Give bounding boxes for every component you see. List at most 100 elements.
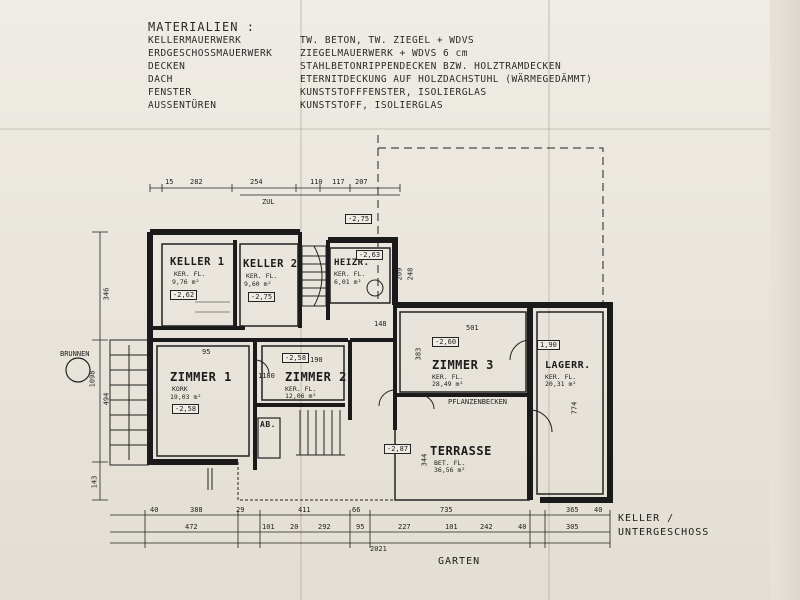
level-marker: -2,75 [248,292,276,302]
exterior-stair [296,410,345,456]
dimension-value: 209 [395,267,404,281]
room-outline [399,311,527,393]
supply-label: ZUL [262,198,275,206]
outer-wall [395,302,613,503]
level-marker: -2,75 [345,214,373,224]
dimension-line-top [149,184,401,196]
well-symbol [65,357,91,383]
dimension-value: 248 [406,267,415,281]
window-mark [207,468,213,490]
level-marker: -2,63 [356,250,384,260]
materials-title: MATERIALIEN : [148,20,255,34]
terrace-edge [237,462,395,501]
door-swing [378,389,396,407]
material-value: KUNSTSTOFFFENSTER, ISOLIERGLAS [300,87,487,98]
door-swing [419,394,435,410]
level-marker: -2,62 [170,290,198,300]
dimension-value: 101 [445,523,458,531]
room-name: KELLER 1 [170,256,225,268]
dimension-total: 2021 [370,545,387,553]
garden-label: GARTEN [438,556,481,567]
room-name: ZIMMER 3 [432,358,494,372]
dimension-value: 388 [190,506,203,514]
dimension-value: 190 [310,356,323,364]
room-area: 28,49 m² [432,380,464,388]
room-floor: KER. FL. [174,270,206,278]
room-floor: KORK [172,385,188,393]
dimension-value: 95 [202,348,211,356]
hatch [195,301,230,313]
dimension-value: 472 [185,523,198,531]
material-value: STAHLBETONRIPPENDECKEN BZW. HOLZTRAMDECK… [300,61,562,72]
dimension-value: 365 [566,506,579,514]
door-swing [529,409,553,433]
drawing-title: UNTERGESCHOSS [618,527,710,538]
outer-wall [147,232,238,465]
room-area: 9,60 m² [244,280,272,288]
material-value: KUNSTSTOFF, ISOLIERGLAS [300,100,444,111]
room-floor: KER. FL. [334,270,366,278]
room-outline [156,345,250,457]
fold-line [548,0,550,600]
dimension-value: 110 [310,178,323,186]
dimension-value: 66 [352,506,361,514]
level-marker: -2,60 [432,337,460,347]
door-swing [509,339,531,361]
room-name: TERRASSE [430,444,492,458]
inner-wall [150,338,257,462]
room-outline [261,345,345,401]
room-outline [536,311,604,495]
door-swing [254,359,270,375]
dimension-value: 29 [236,506,245,514]
well-label: BRUNNEN [60,350,90,358]
room-outline [329,247,391,304]
material-key: KELLERMAUERWERK [148,35,242,46]
dimension-value: 20 [290,523,299,531]
dimension-value: 207 [355,178,368,186]
room-outline [257,417,281,459]
material-value: ZIEGELMAUERWERK + WDVS 6 cm [300,48,468,59]
fold-line [0,128,800,130]
material-key: FENSTER [148,87,192,98]
dimension-value: 101 [262,523,275,531]
room-area: 6,01 m² [334,278,362,286]
room-name: ZIMMER 2 [285,370,347,384]
level-marker: -2,58 [282,353,310,363]
dimension-value: 117 [332,178,345,186]
room-floor: BET. FL. [434,459,466,467]
room-floor: KER. FL. [285,385,317,393]
level-marker: -2,58 [172,404,200,414]
room-name: HEIZR. [334,258,370,268]
dimension-value: 501 [466,324,479,332]
room-name: LAGERR. [545,360,591,371]
material-key: AUSSENTÜREN [148,100,217,111]
material-value: ETERNITDECKUNG AUF HOLZDACHSTUHL (WÄRMEG… [300,74,593,85]
dimension-value: 292 [318,523,331,531]
level-marker: 1,90 [537,340,560,350]
room-area: 36,56 m² [434,466,466,474]
material-key: DECKEN [148,61,186,72]
dimension-value: 344 [420,453,429,467]
room-name: AB. [260,420,276,429]
room-name: KELLER 2 [243,258,298,270]
room-name: ZIMMER 1 [170,370,232,384]
dimension-value: 774 [570,401,579,415]
room-area: 20,31 m² [545,380,577,388]
dimension-value: 40 [594,506,603,514]
dimension-value: 40 [518,523,527,531]
outer-wall [328,237,398,305]
room-floor: KER. FL. [432,373,464,381]
drawing-title: KELLER / [618,513,675,524]
room-outline [239,243,299,327]
room-floor: KER. FL. [246,272,278,280]
dashed-outline [377,135,604,310]
dimension-value: 282 [190,178,203,186]
dimension-line-bottom [110,510,611,548]
room-area: 9,76 m² [172,278,200,286]
material-key: DACH [148,74,173,85]
dimension-value: 305 [566,523,579,531]
boiler-symbol [366,279,384,297]
level-marker: -2,87 [384,444,412,454]
dimension-value: 494 [102,392,111,406]
dimension-value: 15 [165,178,174,186]
